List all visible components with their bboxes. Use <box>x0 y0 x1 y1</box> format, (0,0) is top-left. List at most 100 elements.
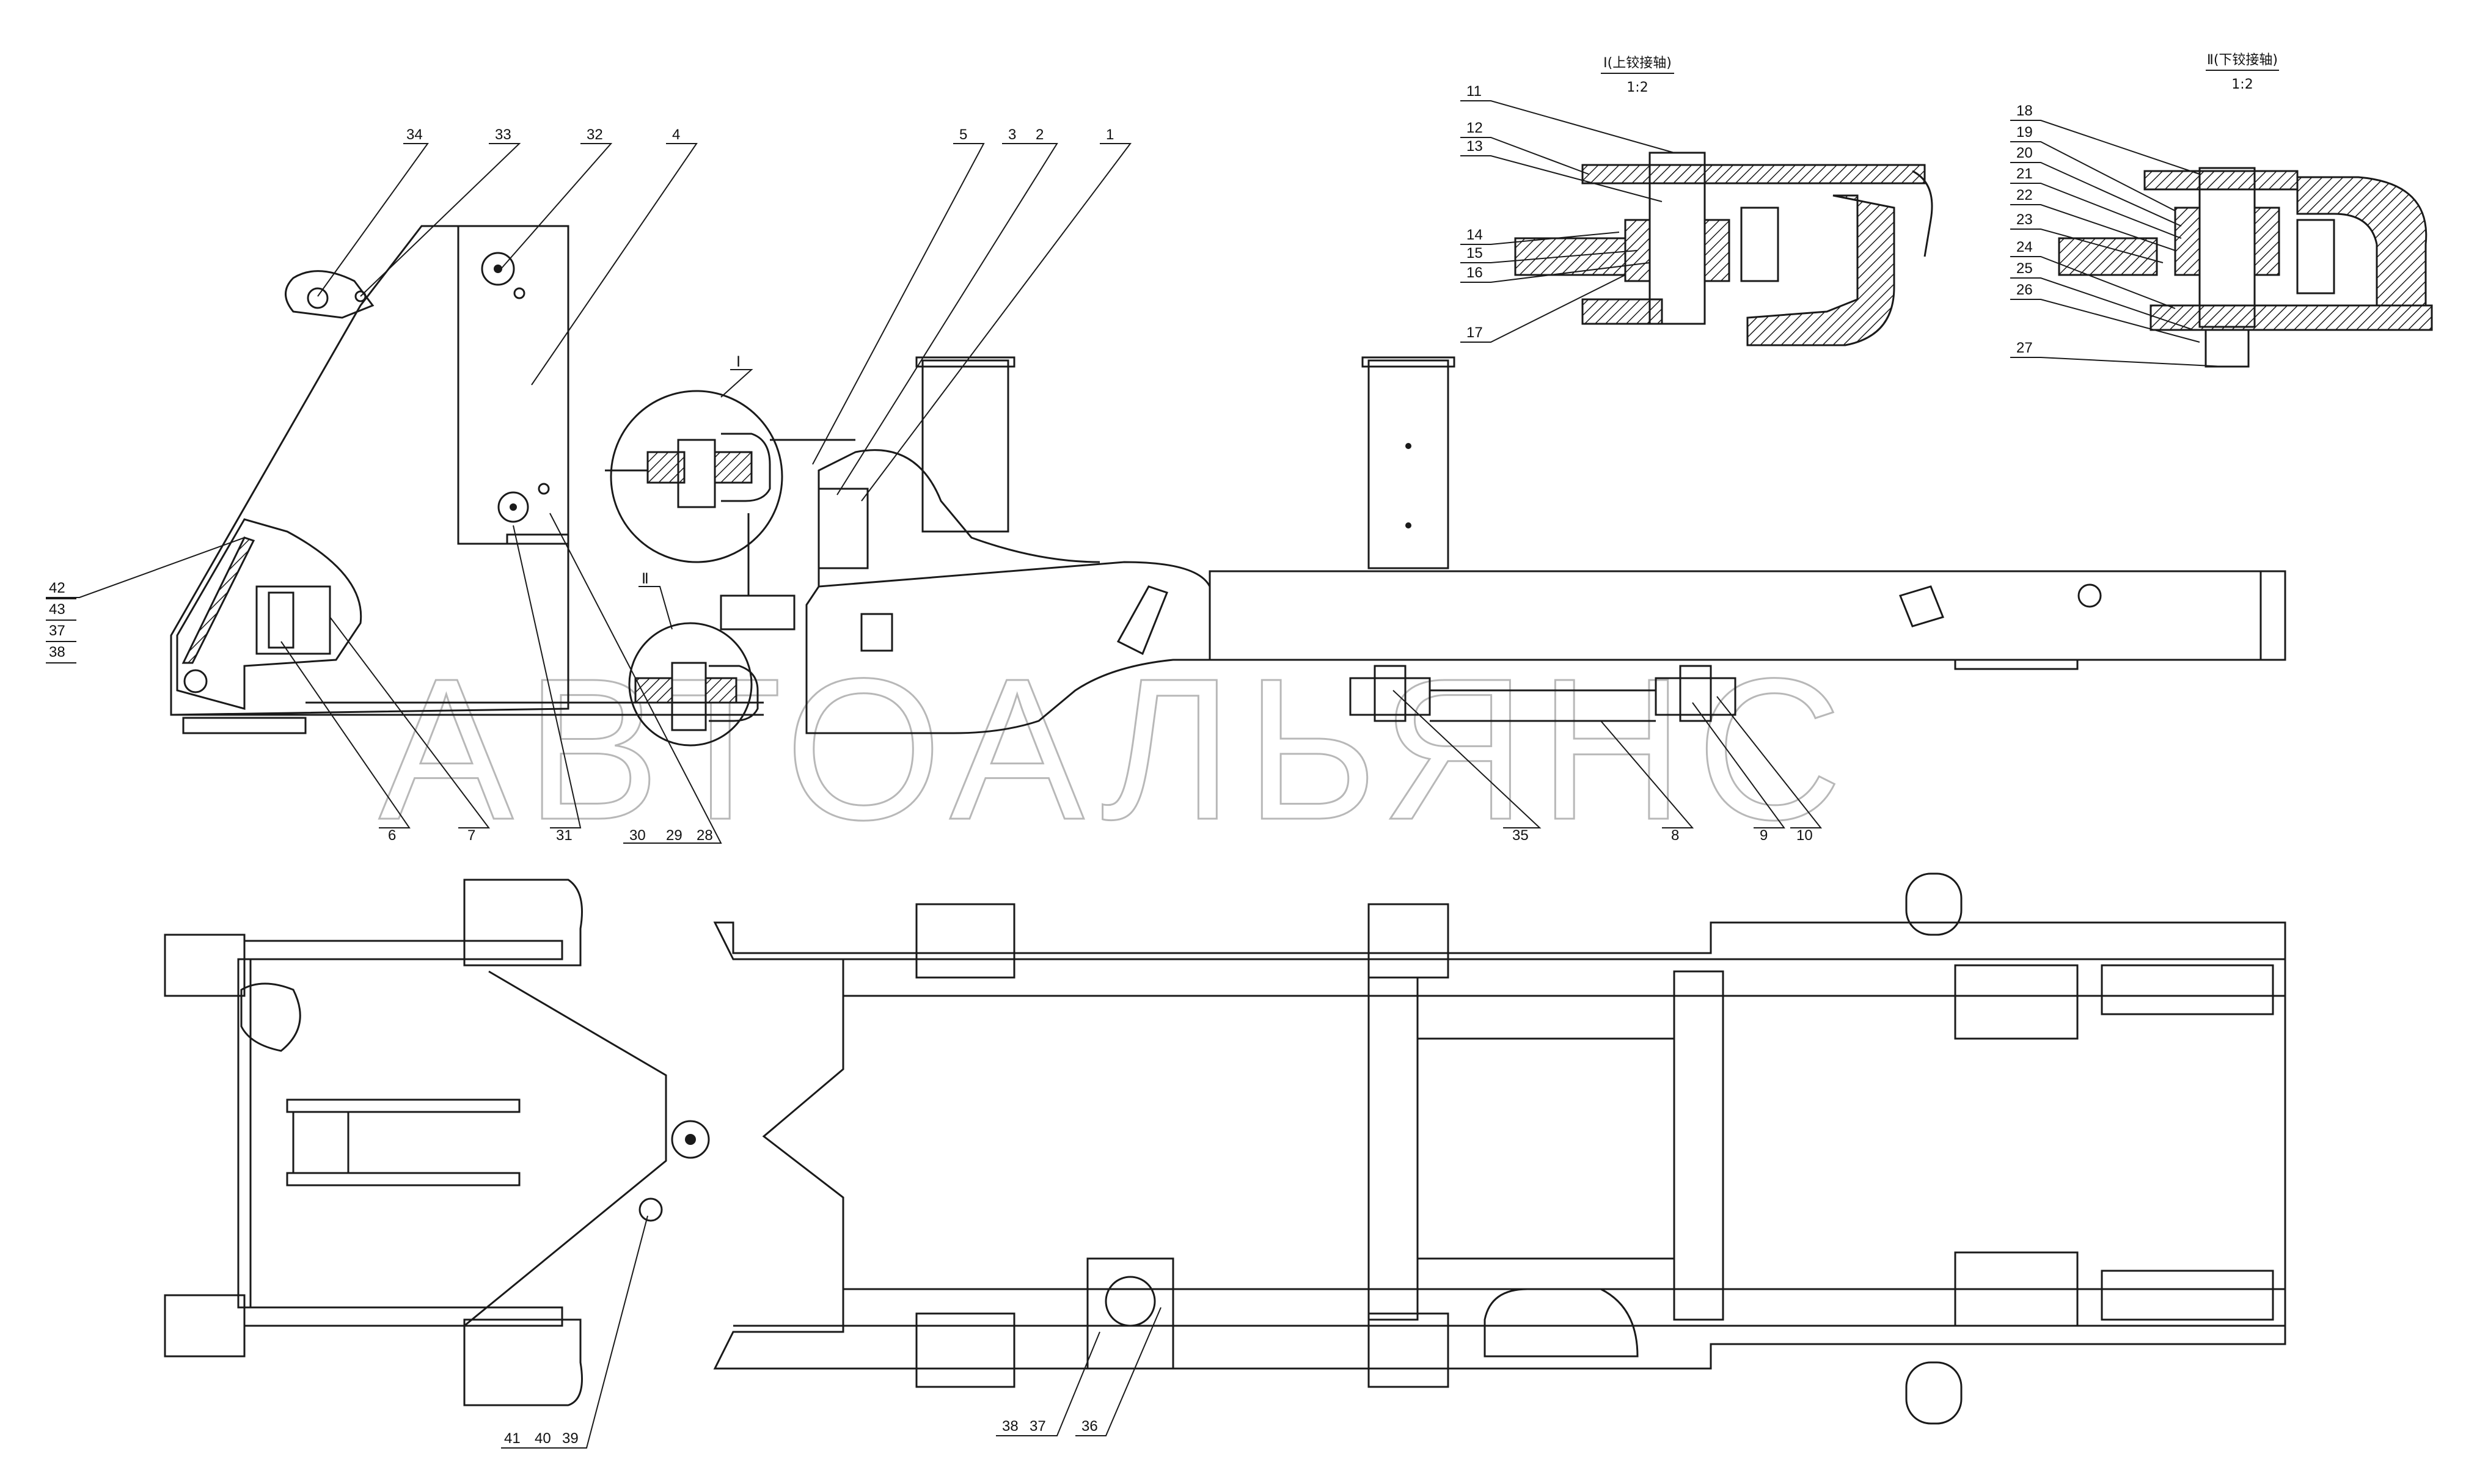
front-top-bar <box>243 940 563 960</box>
callout-37b: 37 <box>1030 1418 1046 1435</box>
leader-6 <box>280 641 411 828</box>
leader-36 <box>1075 1307 1162 1436</box>
plate-36-hole <box>1105 1276 1156 1327</box>
leader-24 <box>2010 256 2176 309</box>
detail-2-title: Ⅱ(下铰接轴) <box>2207 53 2278 68</box>
rear-frame-plan <box>713 921 2286 1370</box>
leader-19 <box>2010 141 2176 211</box>
detail-1-scale: 1:2 <box>1626 80 1648 95</box>
hinge-1-bracket <box>721 433 771 502</box>
detail-2-nut <box>2204 329 2250 368</box>
rear-frame-outline <box>805 561 2286 734</box>
callout-23: 23 <box>2016 211 2033 228</box>
callout-27: 27 <box>2016 340 2033 356</box>
callout-38b: 38 <box>1002 1418 1019 1435</box>
watermark-text: АВТОАЛЬЯНС <box>379 636 1854 861</box>
upright-post-1 <box>921 359 1009 533</box>
mount-pad-bl <box>915 1312 1015 1388</box>
leader-3-2 <box>836 143 1058 495</box>
callout-36: 36 <box>1081 1418 1098 1435</box>
detail-2-bracket <box>2296 176 2428 319</box>
fuel-tank-cutout <box>1484 1288 1639 1358</box>
axle-mount-right <box>1655 677 1736 716</box>
callout-5: 5 <box>959 126 967 143</box>
rail-bottom-plate <box>1954 659 2079 670</box>
callout-labels: 34 33 32 4 5 3 2 1 42 43 37 38 6 7 31 30… <box>46 83 2033 1447</box>
leader-23 <box>2010 228 2164 263</box>
leader-4 <box>531 143 698 386</box>
hinge-2-mount <box>720 594 796 631</box>
callout-42: 42 <box>49 580 65 596</box>
hatched-strip <box>181 536 255 664</box>
detail-1-view: Ⅰ(上铰接轴) 1:2 <box>1514 56 1933 346</box>
callout-17: 17 <box>1466 324 1483 341</box>
cross-plate-top <box>286 1098 521 1113</box>
detail-2-view: Ⅱ(下铰接轴) 1:2 <box>2058 53 2433 368</box>
front-base-bar <box>182 717 307 734</box>
callout-25: 25 <box>2016 260 2033 277</box>
leader-14 <box>1460 232 1620 245</box>
callout-28: 28 <box>697 827 713 844</box>
front-side-bar <box>237 958 252 1309</box>
callout-12: 12 <box>1466 120 1483 136</box>
hinge-2-hatch-b <box>704 677 737 704</box>
detail-1-bottom-left <box>1581 298 1663 325</box>
callout-1: 1 <box>1106 126 1114 143</box>
callout-30: 30 <box>629 827 646 844</box>
lower-wedge <box>176 518 362 710</box>
leader-12 <box>1460 137 1589 175</box>
callout-19: 19 <box>2016 124 2033 141</box>
detail-2-bottom-plate <box>2150 304 2433 331</box>
leader-13 <box>1460 155 1663 202</box>
cross-plate-bottom <box>286 1172 521 1186</box>
top-hinge-bracket <box>463 879 583 967</box>
detail-2-scale: 1:2 <box>2231 77 2253 92</box>
callout-18: 18 <box>2016 103 2033 119</box>
leader-21 <box>2010 183 2182 239</box>
detail-circle-2 <box>628 622 753 747</box>
callout-35: 35 <box>1512 827 1529 844</box>
callout-22: 22 <box>2016 187 2033 203</box>
leader-41-39 <box>501 1215 648 1449</box>
detail-2-pin <box>2198 167 2256 328</box>
leader-30-28 <box>549 513 722 844</box>
rear-crossplate-top <box>2101 964 2274 1015</box>
callout-3: 3 <box>1008 126 1016 143</box>
leader-22 <box>2010 204 2176 251</box>
rear-pad-bottom <box>1954 1251 2079 1327</box>
detail-2-bearing-l <box>2174 207 2201 276</box>
hinge-1-hatch-b <box>714 451 753 484</box>
leader-16 <box>1460 262 1650 283</box>
callout-7: 7 <box>467 827 475 844</box>
center-roller <box>292 1111 349 1174</box>
front-bottom-bar <box>243 1306 563 1327</box>
hinge-2-bracket <box>709 665 759 722</box>
plan-view <box>164 872 2286 1425</box>
articulation-pin <box>671 1120 710 1159</box>
callout-6: 6 <box>388 827 396 844</box>
slot <box>1898 585 1945 627</box>
view-callout-1: Ⅰ <box>736 354 741 370</box>
callout-26: 26 <box>2016 282 2033 298</box>
callout-41: 41 <box>504 1430 521 1447</box>
detail-1-bearing-r <box>1703 219 1730 282</box>
rear-crossplate-bottom <box>2101 1270 2274 1321</box>
leader-7 <box>329 616 491 828</box>
small-plate <box>860 613 893 652</box>
callout-38: 38 <box>49 644 65 660</box>
detail-circle-1 <box>610 390 783 563</box>
pin-32 <box>481 252 515 286</box>
plate-1 <box>818 488 869 569</box>
axle-mount-left <box>1349 677 1431 716</box>
leader-32 <box>500 143 613 269</box>
leader-8 <box>1600 720 1694 828</box>
rear-frame-neck <box>818 449 1100 587</box>
front-frame-outline <box>170 225 569 716</box>
detail-1-title: Ⅰ(上铰接轴) <box>1603 56 1672 71</box>
upright-post-1-cap <box>915 356 1015 368</box>
detail-1-casting <box>1912 170 1933 257</box>
leader-1 <box>861 143 1132 502</box>
view-callout-2: Ⅱ <box>642 571 649 587</box>
upright-post-2-cap <box>1361 356 1455 368</box>
mount-pad-tl <box>915 903 1015 979</box>
